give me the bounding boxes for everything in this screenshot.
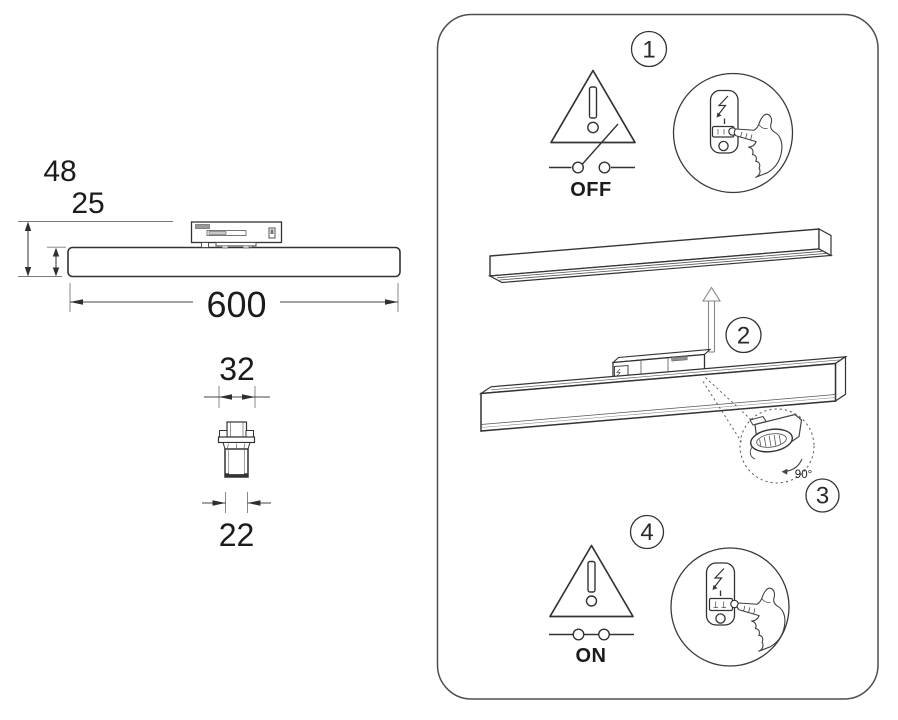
lightning-bolt-icon [712, 568, 725, 590]
warning-triangle-icon [550, 69, 636, 144]
switch-detail-circle-off [672, 72, 794, 194]
lightning-bolt-icon [716, 95, 729, 118]
light-fixture-drawing [478, 348, 848, 443]
adapter-label [195, 224, 210, 229]
wall-switch-icon [709, 89, 739, 154]
step-2-number: 2 [737, 323, 750, 350]
switch-off-mark [715, 613, 726, 624]
wall-switch-icon [705, 562, 739, 626]
instruction-panel: 1 OFF [436, 13, 879, 700]
detail-leader-line [705, 377, 753, 421]
warning-triangle-icon [549, 544, 634, 618]
dim-22-label: 22 [219, 517, 255, 553]
step-4-power-label: ON [576, 645, 607, 667]
end-view-drawing: 32 [202, 351, 271, 553]
adapter-label [671, 355, 688, 362]
step-3-number: 3 [816, 483, 829, 510]
dim-adapter-width: 32 [204, 351, 270, 408]
step-2: 2 [478, 227, 848, 443]
dim-body-width: 22 [202, 492, 271, 553]
light-bar-side [67, 246, 401, 278]
up-arrow-icon [702, 286, 721, 353]
track-adapter-side [190, 221, 283, 249]
step-number-badge [805, 478, 840, 513]
dim-48-label: 48 [43, 155, 76, 188]
light-bar-3d [478, 355, 848, 432]
rotation-angle-label: 90° [795, 469, 812, 481]
switch-detail-circle-on [670, 547, 790, 667]
step-4-number: 4 [640, 519, 653, 546]
dim-25-label: 25 [71, 187, 104, 220]
lock-lever-detail [749, 413, 803, 460]
dim-600-label: 600 [206, 284, 266, 325]
switch-toggle [708, 597, 734, 612]
detail-leader-line [702, 381, 742, 443]
adapter-slider [208, 231, 227, 235]
circuit-switch-closed-icon [549, 628, 634, 641]
step-number-badge [630, 30, 668, 68]
circuit-switch-open-icon [549, 123, 635, 174]
step-4: 4 ON [549, 514, 790, 667]
step-1-power-label: OFF [570, 179, 612, 201]
detail-circle-dashed [739, 408, 815, 484]
dim-total-height: 48 [24, 155, 77, 277]
step-1-number: 1 [642, 37, 655, 64]
dim-32-label: 32 [219, 351, 255, 387]
dim-length: 600 [69, 283, 399, 325]
side-view-drawing: 48 25 [18, 155, 401, 325]
dim-body-height: 25 [52, 187, 105, 277]
pointing-hand-icon [733, 113, 783, 178]
rotate-90-arrow-icon [781, 458, 803, 475]
step-number-badge [725, 316, 762, 354]
light-bar-end [224, 448, 249, 478]
step-number-badge [629, 514, 665, 550]
track-rail-drawing [487, 227, 834, 284]
pointing-hand-icon [736, 587, 786, 652]
step-1: 1 OFF [549, 30, 794, 201]
adapter-slider-slot [206, 230, 247, 236]
track-adapter-end [217, 421, 256, 450]
switch-off-mark [718, 140, 729, 152]
step-3: 90° 3 [739, 408, 840, 513]
